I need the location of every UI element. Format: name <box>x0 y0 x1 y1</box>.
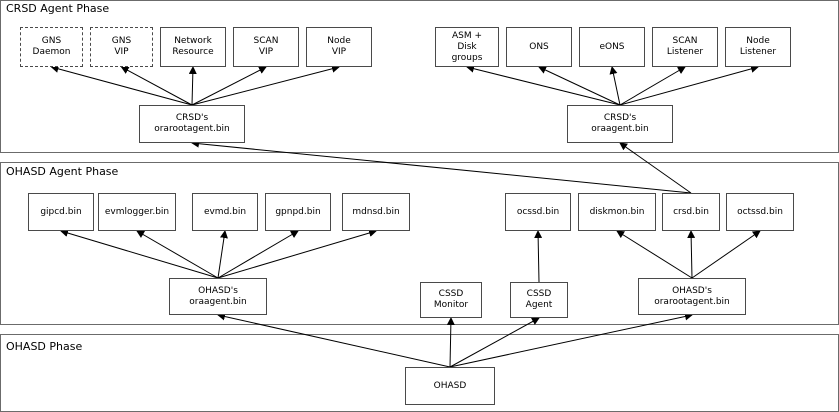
crsd-agent-phase-title: CRSD Agent Phase <box>6 2 110 15</box>
mdnsd-node: mdnsd.bin <box>342 193 410 231</box>
octssd-node: octssd.bin <box>726 193 794 231</box>
connector-ohasd_oraagent-to-evmlogger <box>136 230 219 279</box>
ons-node: ONS <box>506 27 572 67</box>
evmd-node: evmd.bin <box>192 193 258 231</box>
ocssd-node: ocssd.bin <box>505 193 571 231</box>
connector-crsd_orarootagent-to-scan_vip <box>191 66 267 106</box>
cssd-monitor-node: CSSD Monitor <box>420 282 482 318</box>
ohasd-node: OHASD <box>405 367 495 405</box>
connector-ohasd_oraagent-to-gpnpd <box>217 230 299 279</box>
connector-crsd_oraagent-to-asm_disk_groups <box>466 64 621 106</box>
crsd-orarootagent-node: CRSD's orarootagent.bin <box>139 105 245 143</box>
asm-disk-groups-node: ASM + Disk groups <box>435 27 499 67</box>
connector-ohasd_orarootagent-to-crsd <box>687 230 696 279</box>
connector-crsd_orarootagent-to-gns_vip <box>120 66 193 106</box>
node-listener-node: Node Listener <box>725 27 791 67</box>
connector-crsd_orarootagent-to-gns_daemon <box>50 64 193 106</box>
connector-crsd_oraagent-to-node_listener <box>619 65 759 106</box>
node-vip-node: Node VIP <box>306 27 372 67</box>
connector-cssd_agent-to-ocssd <box>534 230 543 283</box>
connector-ohasd_orarootagent-to-diskmon <box>616 230 693 279</box>
connector-ohasd_orarootagent-to-octssd <box>691 230 761 279</box>
connector-ohasd-to-ohasd_oraagent <box>217 312 451 368</box>
connector-ohasd-to-cssd_monitor <box>446 317 455 368</box>
connector-crsd_oraagent-to-ons <box>538 66 621 106</box>
connector-ohasd-to-cssd_agent <box>449 317 540 368</box>
connector-crsd_orarootagent-to-network_resource <box>188 66 197 106</box>
scan-vip-node: SCAN VIP <box>233 27 299 67</box>
gns-vip-node: GNS VIP <box>90 27 153 67</box>
connector-crsd_orarootagent-to-node_vip <box>191 64 340 106</box>
network-resource-node: Network Resource <box>160 27 226 67</box>
ohasd-agent-phase-title: OHASD Agent Phase <box>6 165 119 178</box>
connector-crsd-to-crsd_orarootagent <box>191 139 692 194</box>
ohasd-orarootagent-node: OHASD's orarootagent.bin <box>638 278 746 315</box>
gns-daemon-node: GNS Daemon <box>20 27 83 67</box>
evmlogger-node: evmlogger.bin <box>98 193 176 231</box>
gpnpd-node: gpnpd.bin <box>265 193 331 231</box>
ohasd-oraagent-node: OHASD's oraagent.bin <box>169 278 267 315</box>
connector-ohasd-to-ohasd_orarootagent <box>449 312 693 368</box>
crsd-node: crsd.bin <box>662 193 720 231</box>
connector-ohasd_oraagent-to-evmd <box>217 230 228 279</box>
connector-ohasd_oraagent-to-gipcd <box>60 229 219 279</box>
ohasd-phase-title: OHASD Phase <box>6 340 83 353</box>
eons-node: eONS <box>579 27 645 67</box>
connector-ohasd_oraagent-to-mdnsd <box>217 229 377 279</box>
connector-crsd_oraagent-to-eons <box>609 66 621 106</box>
gipcd-node: gipcd.bin <box>28 193 94 231</box>
scan-listener-node: SCAN Listener <box>652 27 718 67</box>
diskmon-node: diskmon.bin <box>578 193 656 231</box>
connector-crsd_oraagent-to-scan_listener <box>619 66 686 106</box>
cssd-agent-node: CSSD Agent <box>510 282 568 318</box>
connector-crsd-to-crsd_oraagent <box>619 142 692 194</box>
crsd-oraagent-node: CRSD's oraagent.bin <box>567 105 673 143</box>
